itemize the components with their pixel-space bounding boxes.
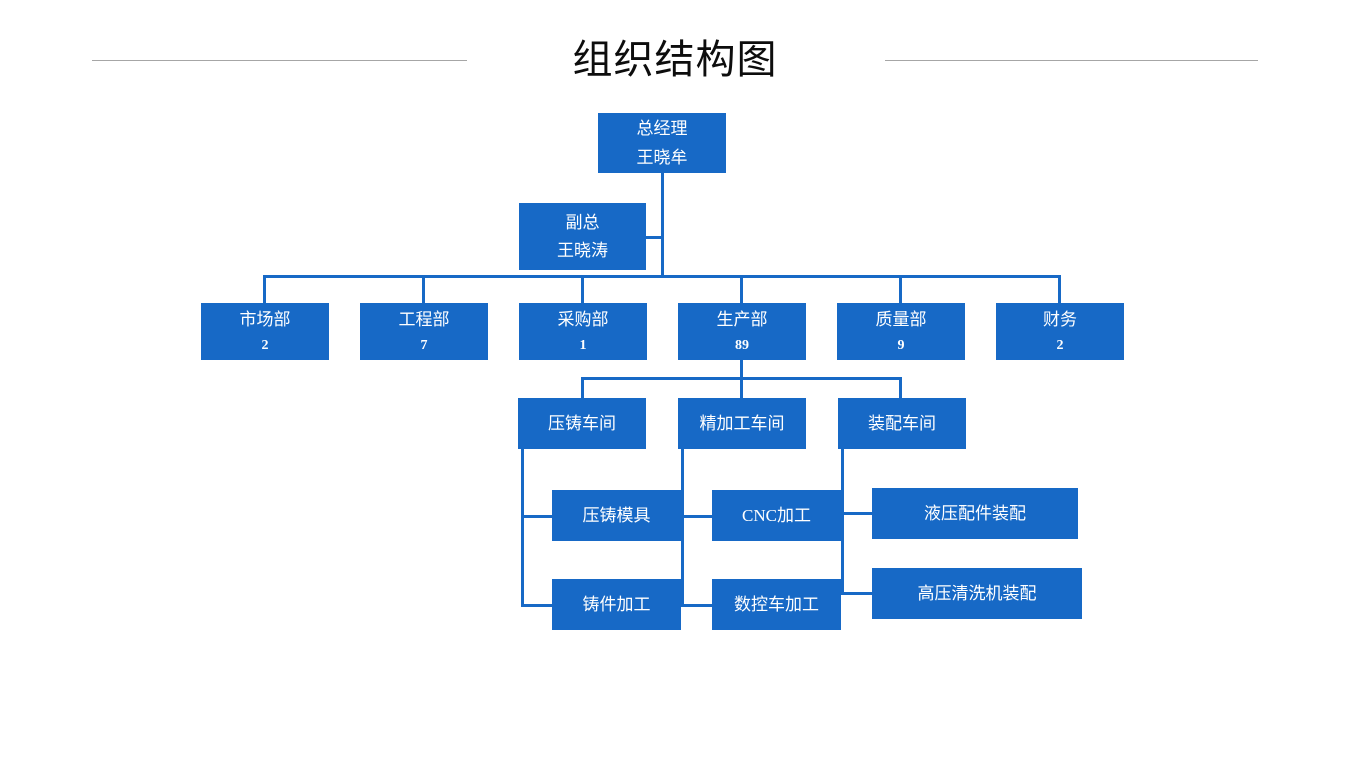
node-department-production-count: 89 (735, 337, 749, 353)
node-sub-washer-assembly[interactable]: 高压清洗机装配 (872, 568, 1082, 619)
node-department-purchasing-count: 1 (579, 337, 587, 353)
node-sub-diecast-mold-title: 压铸模具 (582, 505, 651, 525)
connector-machining-to-turning (681, 604, 712, 607)
connector-drop-purchasing (581, 275, 584, 304)
connector-assembly-spine (841, 449, 844, 595)
node-department-purchasing[interactable]: 采购部 1 (519, 303, 647, 360)
connector-drop-market (263, 275, 266, 304)
node-department-purchasing-title: 采购部 (557, 309, 609, 329)
connector-gm-trunk (661, 172, 664, 277)
connector-machining-spine (681, 449, 684, 607)
node-department-market[interactable]: 市场部 2 (201, 303, 329, 360)
node-department-engineering-title: 工程部 (398, 309, 450, 329)
connector-machining-to-cnc (681, 515, 712, 518)
node-workshop-assembly-title: 装配车间 (868, 413, 936, 433)
node-department-engineering[interactable]: 工程部 7 (360, 303, 488, 360)
connector-drop-engineering (422, 275, 425, 304)
connector-assembly-to-washer (841, 592, 872, 595)
node-sub-diecast-mold[interactable]: 压铸模具 (552, 490, 681, 541)
node-department-production-title: 生产部 (716, 309, 768, 329)
node-sub-cnc-turning[interactable]: 数控车加工 (712, 579, 841, 630)
node-sub-casting-machining-title: 铸件加工 (582, 594, 651, 614)
connector-drop-ws-machining (740, 377, 743, 398)
connector-diecast-spine (521, 449, 524, 607)
node-vice-president[interactable]: 副总 王晓涛 (519, 203, 646, 270)
node-workshop-machining[interactable]: 精加工车间 (678, 398, 806, 449)
node-department-engineering-count: 7 (420, 337, 428, 353)
node-department-quality-count: 9 (897, 337, 905, 353)
node-workshop-diecast[interactable]: 压铸车间 (518, 398, 646, 449)
node-department-market-count: 2 (261, 337, 269, 353)
connector-drop-finance (1058, 275, 1061, 304)
node-sub-cnc[interactable]: CNC加工 (712, 490, 841, 541)
node-department-production[interactable]: 生产部 89 (678, 303, 806, 360)
node-sub-cnc-title: CNC加工 (742, 505, 811, 525)
page-title: 组织结构图 (572, 37, 778, 82)
node-general-manager-name: 王晓牟 (636, 147, 688, 167)
connector-diecast-to-casting (521, 604, 552, 607)
node-workshop-assembly[interactable]: 装配车间 (838, 398, 966, 449)
connector-drop-ws-diecast (581, 377, 584, 398)
connector-assembly-to-hydraulic (841, 512, 872, 515)
node-general-manager[interactable]: 总经理 王晓牟 (598, 113, 726, 173)
node-vice-president-title: 副总 (565, 212, 600, 232)
node-department-finance[interactable]: 财务 2 (996, 303, 1124, 360)
node-sub-washer-assembly-title: 高压清洗机装配 (917, 583, 1037, 603)
node-workshop-diecast-title: 压铸车间 (548, 413, 616, 433)
node-department-quality-title: 质量部 (875, 309, 927, 329)
node-workshop-machining-title: 精加工车间 (699, 413, 785, 433)
connector-diecast-to-mold (521, 515, 552, 518)
node-sub-cnc-turning-title: 数控车加工 (734, 594, 819, 614)
title-rule-right (885, 60, 1258, 61)
node-general-manager-title: 总经理 (636, 119, 688, 139)
connector-gm-to-vp (645, 236, 664, 239)
node-vice-president-name: 王晓涛 (557, 241, 608, 260)
connector-drop-quality (899, 275, 902, 304)
node-sub-hydraulic-assembly-title: 液压配件装配 (924, 503, 1026, 523)
node-department-finance-count: 2 (1056, 337, 1064, 353)
title-rule-left (92, 60, 467, 61)
connector-department-bus (263, 275, 1060, 278)
node-department-quality[interactable]: 质量部 9 (837, 303, 965, 360)
connector-drop-production (740, 275, 743, 304)
node-department-market-title: 市场部 (239, 309, 291, 329)
node-sub-hydraulic-assembly[interactable]: 液压配件装配 (872, 488, 1078, 539)
node-sub-casting-machining[interactable]: 铸件加工 (552, 579, 681, 630)
node-department-finance-title: 财务 (1043, 309, 1077, 329)
connector-drop-ws-assembly (899, 377, 902, 398)
